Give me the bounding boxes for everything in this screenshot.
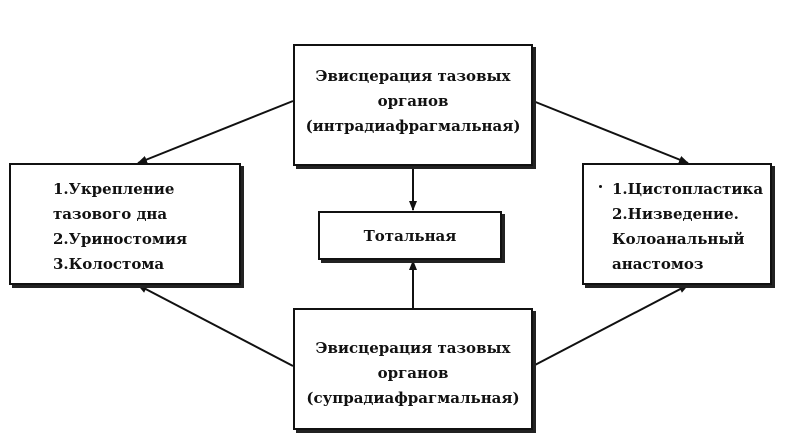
box-supradiaphragmatic-evisceration: Эвисцерация тазовых органов (супрадиафра… xyxy=(293,308,533,430)
box-reconstruction-options-left: 1.Укрепление тазового дна 2.Уриностомия … xyxy=(9,163,241,285)
box-right-line-3: Колоанальный xyxy=(612,230,745,248)
arrow-top-to-right xyxy=(532,100,689,164)
box-right-line-2: 2.Низведение. xyxy=(612,205,739,223)
box-left-line-3: 2.Уриностомия xyxy=(53,230,188,248)
box-intradiaphragmatic-evisceration: Эвисцерация тазовых органов (интрадиафра… xyxy=(293,44,533,166)
box-left-line-4: 3.Колостома xyxy=(53,255,165,273)
box-reconstruction-options-right: 1.Цистопластика 2.Низведение. Колоанальн… xyxy=(582,163,772,285)
box-right-line-4: анастомоз xyxy=(612,255,704,273)
arrow-bottom-to-left xyxy=(137,284,294,367)
box-top-line-2: органов xyxy=(377,92,449,110)
box-left-line-1: 1.Укрепление xyxy=(53,180,175,198)
box-center-label: Тотальная xyxy=(363,227,457,245)
box-bottom-line-1: Эвисцерация тазовых xyxy=(315,339,511,357)
arrow-top-to-left xyxy=(137,100,294,164)
box-top-line-3: (интрадиафрагмальная) xyxy=(305,117,521,135)
box-left-line-2: тазового дна xyxy=(53,205,168,223)
arrow-bottom-to-right xyxy=(532,284,689,367)
box-total-evisceration: Тотальная xyxy=(318,211,502,260)
box-bottom-line-2: органов xyxy=(377,364,449,382)
bullet-dot-icon xyxy=(599,185,602,188)
box-bottom-line-3: (супрадиафрагмальная) xyxy=(306,389,520,407)
box-top-line-1: Эвисцерация тазовых xyxy=(315,67,511,85)
box-right-line-1: 1.Цистопластика xyxy=(612,180,764,198)
